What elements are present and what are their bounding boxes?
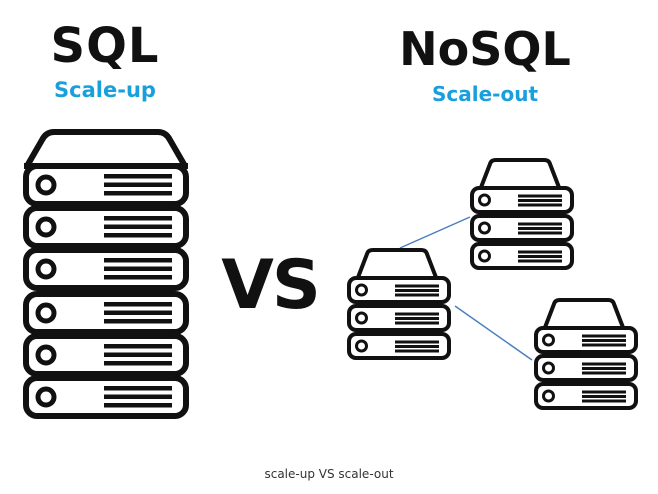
server-unit — [26, 378, 186, 416]
server-unit — [26, 208, 186, 246]
sql-subtitle: Scale-up — [54, 78, 156, 102]
connector-lines — [399, 216, 533, 361]
server-unit — [26, 294, 186, 332]
server-cap — [24, 129, 188, 169]
server-unit — [26, 166, 186, 204]
server-unit — [26, 250, 186, 288]
connector-line-bottom — [454, 305, 533, 361]
nosql-title: NoSQL — [399, 22, 571, 76]
connector-line-top — [399, 216, 471, 249]
image-caption: scale-up VS scale-out — [264, 467, 394, 481]
sql-title: SQL — [50, 18, 160, 74]
tall-server-stack-icon — [24, 129, 188, 416]
nosql-subtitle: Scale-out — [431, 82, 538, 106]
vs-label: VS — [221, 246, 321, 325]
server-unit — [26, 336, 186, 374]
server-node-icon — [470, 158, 574, 270]
server-node-icon — [534, 298, 638, 410]
server-node-icon — [347, 248, 451, 360]
